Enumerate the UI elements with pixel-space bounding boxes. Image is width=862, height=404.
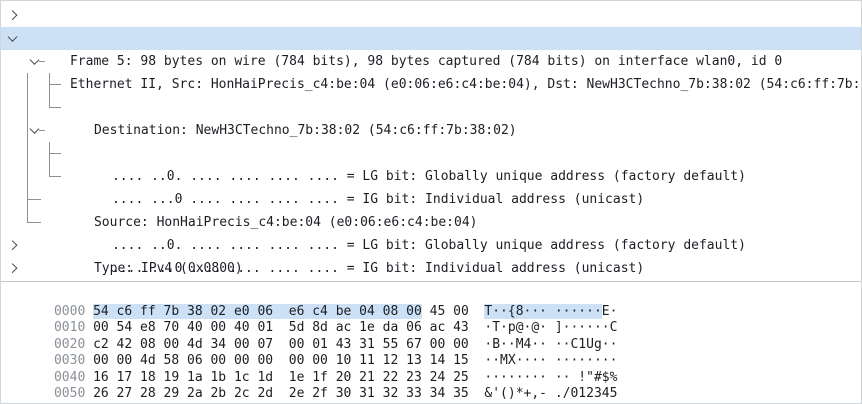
- hex-ascii[interactable]: &'()*+,- ./012345: [484, 386, 617, 403]
- packet-tree-row-label: .... ...0 .... .... .... .... = IG bit: …: [111, 192, 645, 207]
- tree-guide-line: [49, 84, 61, 85]
- hex-ascii-plain[interactable]: 67: [484, 403, 500, 404]
- packet-tree-row-frame[interactable]: Frame 5: 98 bytes on wire (784 bits), 98…: [1, 4, 861, 69]
- hex-ascii-plain[interactable]: ········ ·· !"#$%: [484, 369, 618, 385]
- packet-tree-row-ig-bit[interactable]: .... ...0 .... .... .... .... = IG bit: …: [1, 96, 861, 207]
- hex-row[interactable]: 0030 00 00 4d 58 06 00 00 00 00 00 10 11 …: [7, 337, 861, 368]
- expand-arrow-icon[interactable]: [29, 123, 40, 134]
- packet-tree-row-stream-index[interactable]: [Stream index: 0]: [1, 211, 861, 234]
- packet-tree-row-type[interactable]: Type: IPv4 (0x0800): [1, 188, 861, 276]
- packet-tree-row-ig-bit[interactable]: .... ...0 .... .... .... .... = IG bit: …: [1, 165, 861, 276]
- hex-bytes-highlighted[interactable]: 54 c6 ff 7b 38 02 e0 06 e6 c4 be 04 08 0…: [93, 303, 422, 319]
- packet-tree-row-source[interactable]: Source: HonHaiPrecis_c4:be:04 (e0:06:e6:…: [1, 119, 861, 230]
- packet-tree-row-label: .... ..0. .... .... .... .... = LG bit: …: [111, 238, 746, 253]
- tree-guide-line: [27, 199, 41, 200]
- hex-bytes[interactable]: 00 54 e8 70 40 00 40 01 5d 8d ac 1e da 0…: [93, 320, 469, 337]
- packet-tree-row-label: .... ..0. .... .... .... .... = LG bit: …: [111, 169, 746, 184]
- hex-row[interactable]: 0060 36 37 67: [7, 386, 861, 404]
- expand-arrow-icon[interactable]: [7, 9, 18, 20]
- tree-guide-line: [39, 61, 45, 62]
- hex-offset: 0010: [53, 320, 86, 335]
- tree-guide-line: [39, 130, 45, 131]
- hex-offset: 0050: [53, 386, 86, 401]
- hex-bytes-plain[interactable]: 36 37: [93, 403, 132, 404]
- hex-bytes-plain[interactable]: 00 54 e8 70 40 00 40 01 5d 8d ac 1e da 0…: [93, 320, 469, 335]
- packet-tree-row-ipv4[interactable]: Internet Protocol Version 4, Src: 172.30…: [1, 234, 861, 257]
- expand-arrow-icon[interactable]: [7, 31, 18, 42]
- tree-guide-line: [49, 107, 61, 108]
- hex-ascii-plain[interactable]: ··MX···· ········: [484, 353, 618, 368]
- tree-guide-line: [49, 165, 50, 177]
- hex-ascii[interactable]: ·B··M4·· ··C1Ug··: [484, 337, 617, 354]
- tree-guide-line: [49, 153, 61, 154]
- hex-ascii-plain[interactable]: E·: [601, 303, 618, 319]
- hex-bytes[interactable]: 00 00 4d 58 06 00 00 00 00 00 10 11 12 1…: [93, 353, 469, 370]
- packet-tree-row-label: Source: HonHaiPrecis_c4:be:04 (e0:06:e6:…: [93, 215, 478, 230]
- packet-tree-row-ethernet[interactable]: Ethernet II, Src: HonHaiPrecis_c4:be:04 …: [1, 27, 861, 92]
- packet-tree-row-label: Type: IPv4 (0x0800): [93, 261, 243, 276]
- hex-bytes-plain[interactable]: 45 00: [421, 303, 469, 319]
- hex-bytes[interactable]: 36 37: [93, 403, 469, 404]
- hex-offset: 0030: [53, 353, 86, 368]
- tree-guide-line: [27, 211, 28, 223]
- hex-bytes[interactable]: c2 42 08 00 4d 34 00 07 00 01 43 31 55 6…: [93, 337, 469, 354]
- hex-row[interactable]: 0000 54 c6 ff 7b 38 02 e0 06 e6 c4 be 04 …: [7, 287, 861, 319]
- hex-offset: 0040: [53, 369, 86, 385]
- packet-tree-row-lg-bit[interactable]: .... ..0. .... .... .... .... = LG bit: …: [1, 142, 861, 253]
- hex-bytes[interactable]: 16 17 18 19 1a 1b 1c 1d 1e 1f 20 21 22 2…: [93, 370, 469, 387]
- hex-row[interactable]: 0040 16 17 18 19 1a 1b 1c 1d 1e 1f 20 21 …: [7, 353, 861, 385]
- tree-guide-line: [27, 73, 28, 96]
- packet-tree-row-label: Frame 5: 98 bytes on wire (784 bits), 98…: [69, 54, 783, 69]
- hex-ascii-highlighted[interactable]: T··{8··· ······: [484, 303, 602, 319]
- hex-bytes[interactable]: 26 27 28 29 2a 2b 2c 2d 2e 2f 30 31 32 3…: [93, 386, 469, 403]
- expand-arrow-icon[interactable]: [7, 239, 18, 250]
- hex-ascii[interactable]: ··MX···· ········: [484, 353, 617, 370]
- expand-arrow-icon[interactable]: [29, 54, 40, 65]
- hex-ascii-plain[interactable]: ·B··M4·· ··C1Ug··: [484, 336, 618, 352]
- tree-guide-line: [27, 165, 28, 188]
- expand-arrow-icon[interactable]: [7, 262, 18, 273]
- hex-row[interactable]: 0020 c2 42 08 00 4d 34 00 07 00 01 43 31 …: [7, 320, 861, 352]
- hex-offset: 0020: [53, 336, 86, 352]
- tree-guide-line: [27, 142, 28, 165]
- tree-guide-line: [27, 222, 41, 223]
- hex-ascii-plain[interactable]: ·T·p@·@· ]······C: [484, 320, 618, 335]
- packet-bytes-pane: 0000 54 c6 ff 7b 38 02 e0 06 e6 c4 be 04 …: [1, 282, 861, 403]
- hex-bytes-plain[interactable]: 00 00 4d 58 06 00 00 00 00 00 10 11 12 1…: [93, 353, 469, 368]
- hex-bytes-plain[interactable]: 26 27 28 29 2a 2b 2c 2d 2e 2f 30 31 32 3…: [93, 386, 469, 401]
- hex-bytes-plain[interactable]: 16 17 18 19 1a 1b 1c 1d 1e 1f 20 21 22 2…: [93, 369, 469, 385]
- hex-bytes[interactable]: 54 c6 ff 7b 38 02 e0 06 e6 c4 be 04 08 0…: [93, 303, 469, 321]
- hex-ascii[interactable]: 67: [484, 403, 500, 404]
- hex-row[interactable]: 0010 00 54 e8 70 40 00 40 01 5d 8d ac 1e …: [7, 304, 861, 335]
- tree-guide-line: [27, 119, 28, 142]
- hex-offset: 0000: [53, 303, 86, 319]
- hex-ascii[interactable]: T··{8··· ······E·: [484, 303, 618, 321]
- hex-offset: 0060: [54, 403, 85, 404]
- packet-tree-row-label: Ethernet II, Src: HonHaiPrecis_c4:be:04 …: [69, 77, 861, 92]
- packet-tree-row-lg-bit[interactable]: .... ..0. .... .... .... .... = LG bit: …: [1, 73, 861, 184]
- hex-ascii[interactable]: ·T·p@·@· ]······C: [484, 320, 617, 337]
- packet-tree-row-destination[interactable]: Destination: NewH3CTechno_7b:38:02 (54:c…: [1, 50, 861, 138]
- hex-row[interactable]: 0050 26 27 28 29 2a 2b 2c 2d 2e 2f 30 31 …: [7, 370, 861, 401]
- tree-guide-line: [49, 176, 61, 177]
- hex-ascii[interactable]: ········ ·· !"#$%: [484, 370, 617, 387]
- packet-tree-row-label: Destination: NewH3CTechno_7b:38:02 (54:c…: [93, 123, 517, 138]
- tree-guide-line: [49, 96, 50, 108]
- tree-guide-line: [27, 96, 28, 119]
- packet-details-pane: Frame 5: 98 bytes on wire (784 bits), 98…: [1, 1, 861, 282]
- hex-bytes-plain[interactable]: c2 42 08 00 4d 34 00 07 00 01 43 31 55 6…: [93, 336, 469, 352]
- hex-ascii-plain[interactable]: &'()*+,- ./012345: [484, 386, 618, 401]
- packet-tree-row-label: .... ...0 .... .... .... .... = IG bit: …: [111, 261, 645, 276]
- packet-tree-row-icmp[interactable]: Internet Control Message Protocol: [1, 257, 861, 280]
